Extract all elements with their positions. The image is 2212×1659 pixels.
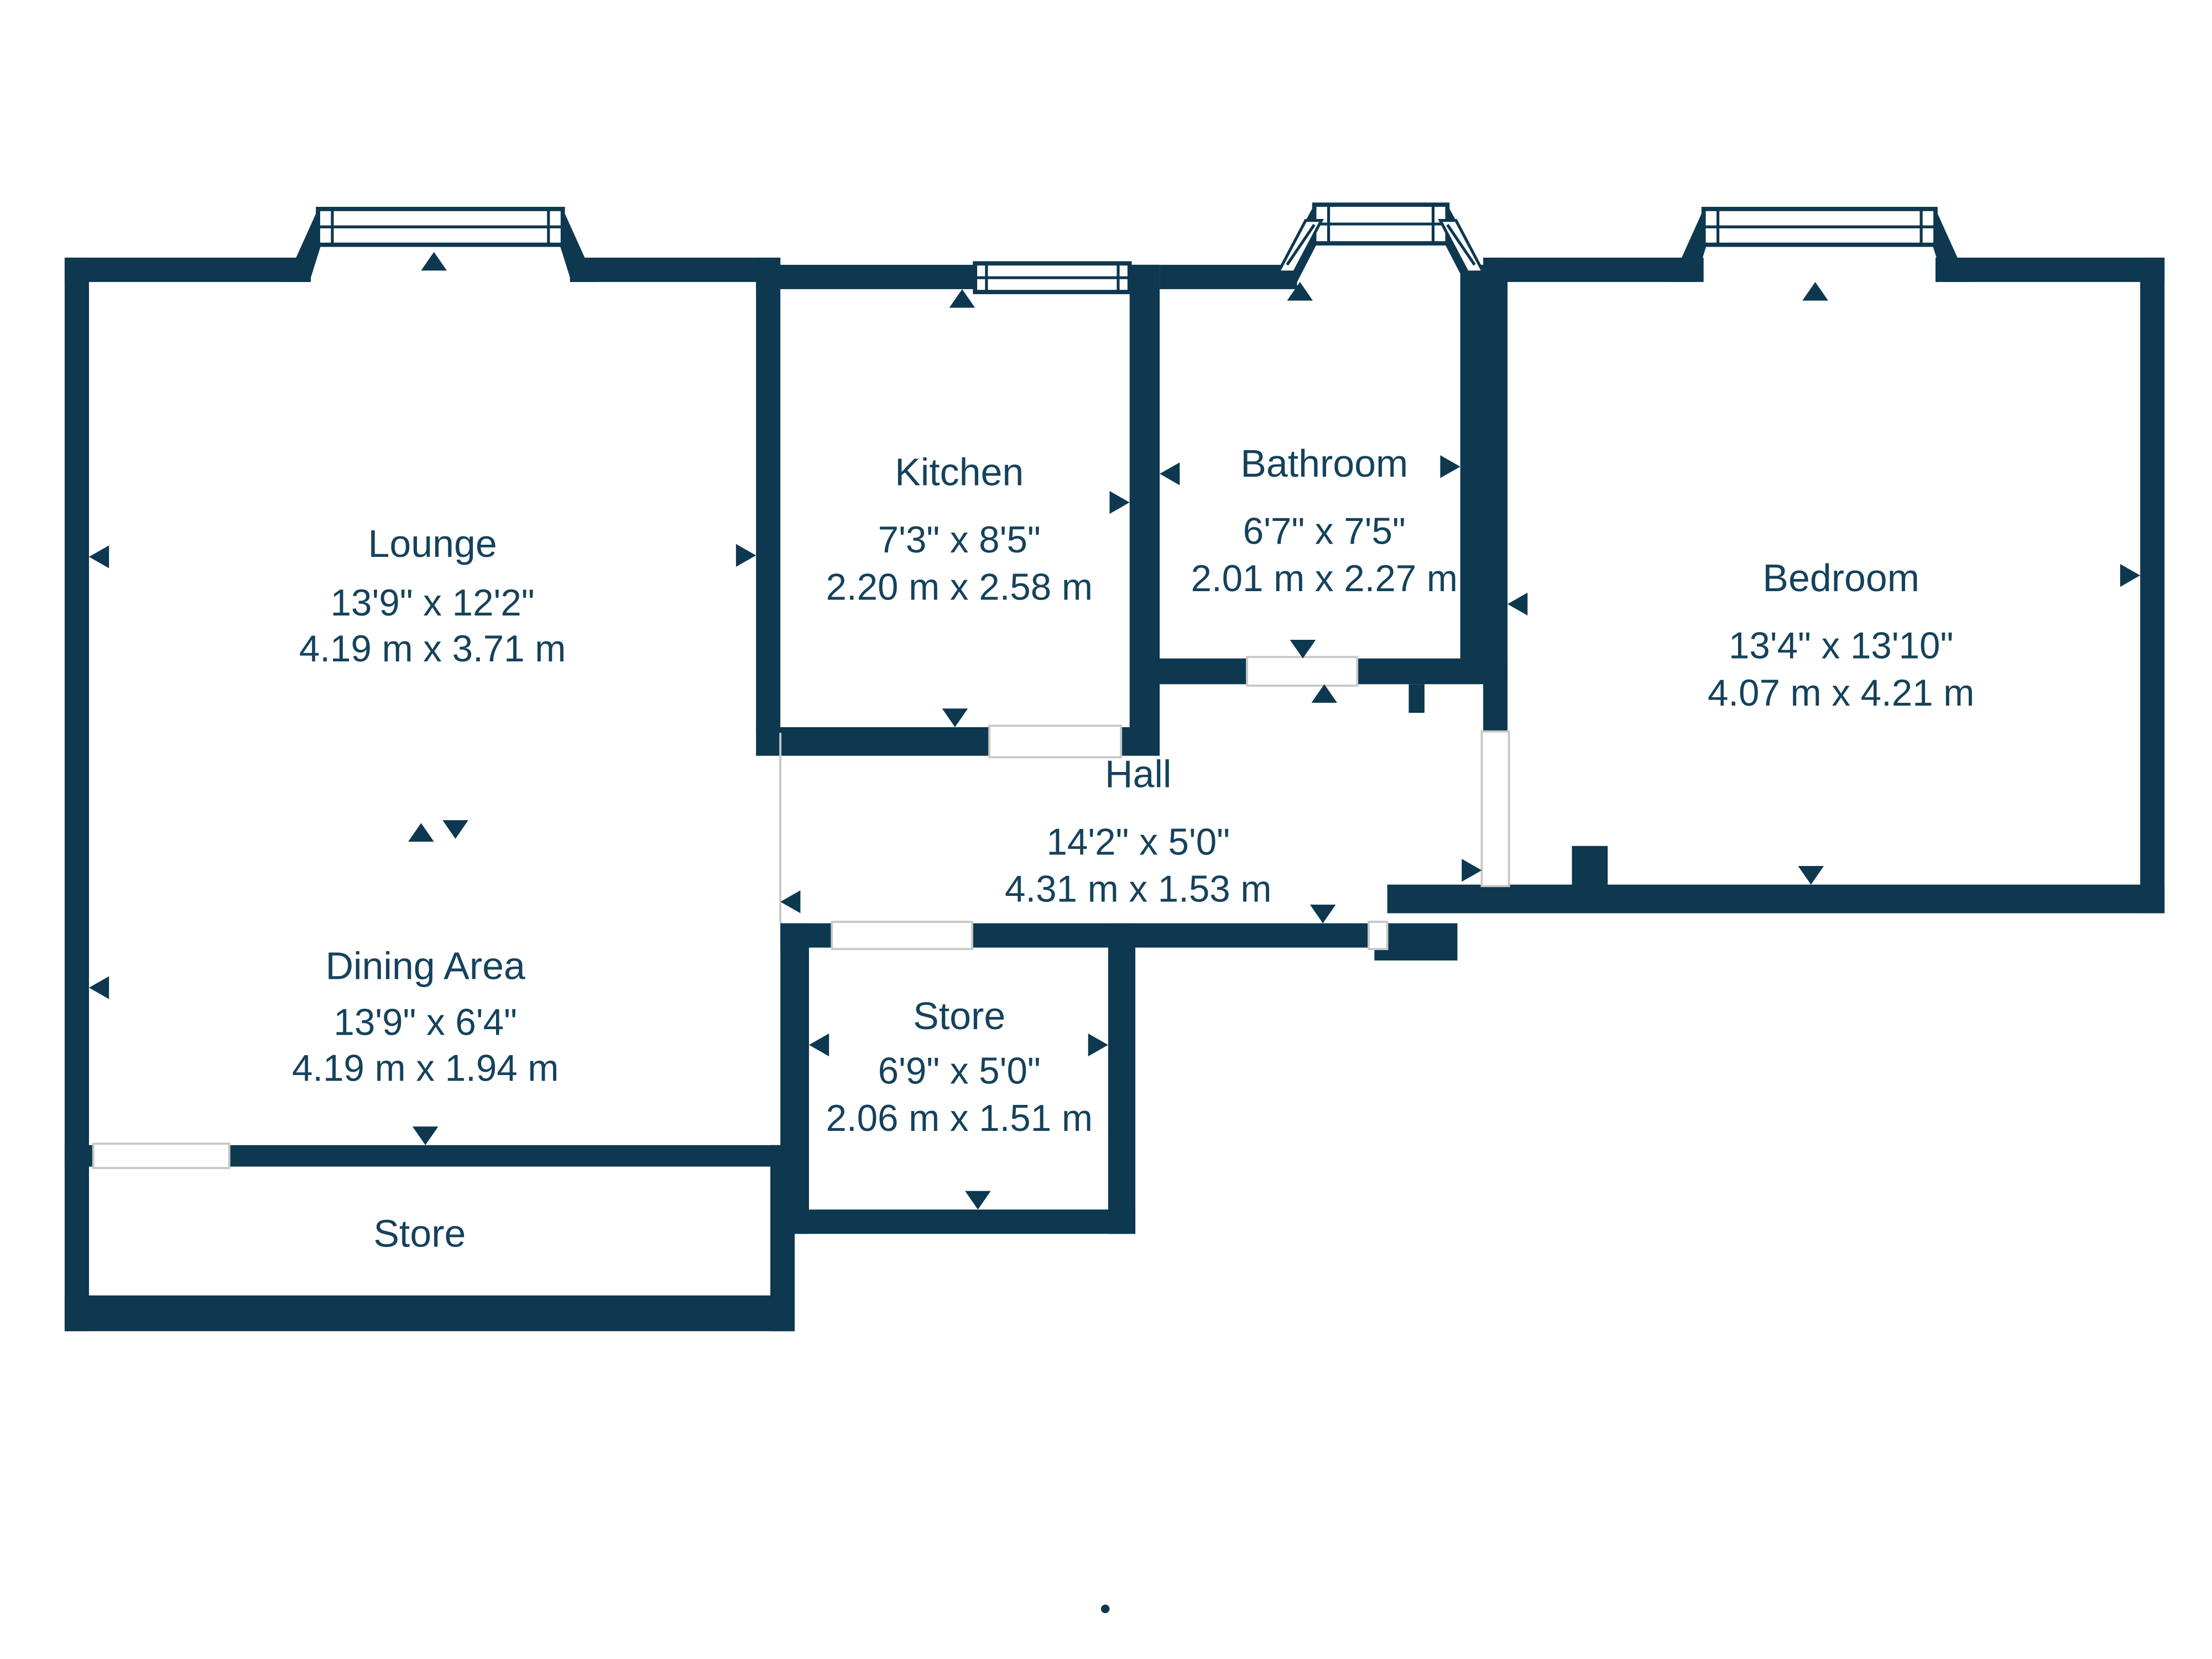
kitchen-window-icon xyxy=(973,261,1132,294)
measure-arrow-icon xyxy=(735,544,757,567)
measure-arrow-icon xyxy=(808,1033,830,1057)
wall-bedroom-right xyxy=(2140,257,2165,914)
stray-dot xyxy=(1100,1604,1110,1614)
wall-bedroom-left xyxy=(1483,257,1508,733)
measure-arrow-icon xyxy=(1088,1033,1108,1057)
room-label-store-imperial: 6'9" x 5'0" xyxy=(878,1050,1041,1092)
measure-arrow-icon xyxy=(88,976,109,999)
wall-stub-bedroom xyxy=(1572,846,1608,889)
bathroom-bay-window-icon xyxy=(1272,202,1489,282)
wall-dining-bottom-left xyxy=(64,1145,93,1167)
room-kitchen xyxy=(780,289,1130,727)
wall-bathroom-bottom-left xyxy=(1142,658,1247,685)
measure-arrow-icon xyxy=(1290,640,1316,659)
room-label-kitchen-name: Kitchen xyxy=(895,450,1024,493)
wall-store-right xyxy=(1108,923,1136,1234)
wall-bathroom-top-left xyxy=(1160,264,1297,289)
room-label-dining-name: Dining Area xyxy=(326,944,525,987)
wall-kitchen-bottom-left xyxy=(756,727,990,756)
wall-lounge-top-right xyxy=(570,257,781,282)
wall-bedroom-top-left xyxy=(1489,257,1704,282)
measure-arrows xyxy=(88,252,2141,1210)
room-label-bathroom-imperial: 6'7" x 7'5" xyxy=(1243,511,1406,552)
measure-arrow-icon xyxy=(1109,491,1130,514)
measure-arrow-icon xyxy=(780,890,801,914)
room-label-bedroom-imperial: 13'4" x 13'10" xyxy=(1729,625,1953,667)
measure-arrow-icon xyxy=(88,545,109,568)
measure-arrow-icon xyxy=(942,708,968,727)
door-dining-store-lower xyxy=(92,1142,231,1170)
room-label-hall-name: Hall xyxy=(1105,753,1171,796)
room-label-kitchen-imperial: 7'3" x 8'5" xyxy=(878,519,1041,561)
room-label-hall-imperial: 14'2" x 5'0" xyxy=(1046,821,1230,863)
measure-arrow-icon xyxy=(1311,684,1338,703)
measure-arrow-icon xyxy=(1310,904,1336,924)
measure-arrow-icon xyxy=(442,820,468,839)
wall-bedroom-bottom xyxy=(1387,884,2165,914)
door-entrance xyxy=(1368,921,1389,951)
wall-store-lower-bottom xyxy=(64,1295,795,1332)
door-hall-store xyxy=(831,921,973,951)
door-kitchen-hall xyxy=(988,724,1123,759)
room-labels: Lounge 13'9" x 12'2" 4.19 m x 3.71 m Din… xyxy=(292,442,1974,1255)
measure-arrow-icon xyxy=(421,252,447,271)
measure-arrow-icon xyxy=(412,1126,439,1145)
measure-arrow-icon xyxy=(1507,592,1528,616)
room-label-bedroom-metric: 4.07 m x 4.21 m xyxy=(1708,672,1974,714)
wall-stub-bathroom xyxy=(1408,684,1425,713)
measure-arrow-icon xyxy=(949,289,975,308)
wall-bathroom-bottom-right xyxy=(1357,658,1508,685)
measure-arrow-icon xyxy=(408,823,434,842)
room-label-lounge-imperial: 13'9" x 12'2" xyxy=(331,582,535,624)
measure-arrow-icon xyxy=(2120,564,2141,587)
room-label-hall-metric: 4.31 m x 1.53 m xyxy=(1005,869,1271,910)
measure-arrow-icon xyxy=(965,1191,991,1210)
wall-bedroom-top-right xyxy=(1936,257,2165,282)
room-label-bedroom-name: Bedroom xyxy=(1762,556,1919,599)
room-label-kitchen-metric: 2.20 m x 2.58 m xyxy=(826,567,1092,608)
wall-lounge-top-left xyxy=(64,257,311,282)
wall-kitchen-bottom-right xyxy=(1121,727,1160,756)
measure-arrow-icon xyxy=(1440,455,1460,478)
wall-store-bottom xyxy=(780,1209,1136,1234)
wall-lounge-kitchen xyxy=(756,257,781,733)
room-label-store-lower-name: Store xyxy=(373,1212,466,1255)
room-label-lounge-name: Lounge xyxy=(368,522,497,565)
measure-arrow-icon xyxy=(1462,859,1482,882)
measure-arrow-icon xyxy=(1798,866,1824,885)
walls xyxy=(64,257,2165,1332)
measure-arrow-icon xyxy=(1802,281,1828,301)
wall-hall-bottom-right xyxy=(972,923,1370,948)
lounge-bay-window-icon xyxy=(285,207,596,282)
door-bathroom-hall xyxy=(1246,656,1359,687)
measure-arrow-icon xyxy=(1160,462,1180,486)
room-label-store-name: Store xyxy=(913,994,1005,1037)
room-label-bathroom-metric: 2.01 m x 2.27 m xyxy=(1191,558,1458,599)
room-label-lounge-metric: 4.19 m x 3.71 m xyxy=(299,628,566,670)
windows xyxy=(285,202,1969,294)
room-label-store-metric: 2.06 m x 1.51 m xyxy=(826,1098,1092,1139)
room-label-bathroom-name: Bathroom xyxy=(1240,442,1408,485)
door-openings xyxy=(92,656,1510,1170)
room-label-dining-imperial: 13'9" x 6'4" xyxy=(333,1001,517,1043)
room-label-dining-metric: 4.19 m x 1.94 m xyxy=(292,1047,559,1089)
door-hall-bedroom xyxy=(1480,730,1510,888)
wall-dining-bottom xyxy=(229,1145,781,1167)
bedroom-bay-window-icon xyxy=(1671,207,1969,282)
wall-kitchen-bathroom xyxy=(1129,264,1160,731)
wall-kitchen-top-left xyxy=(756,264,985,289)
wall-left xyxy=(64,257,89,1332)
measure-arrow-icon xyxy=(1287,281,1313,301)
